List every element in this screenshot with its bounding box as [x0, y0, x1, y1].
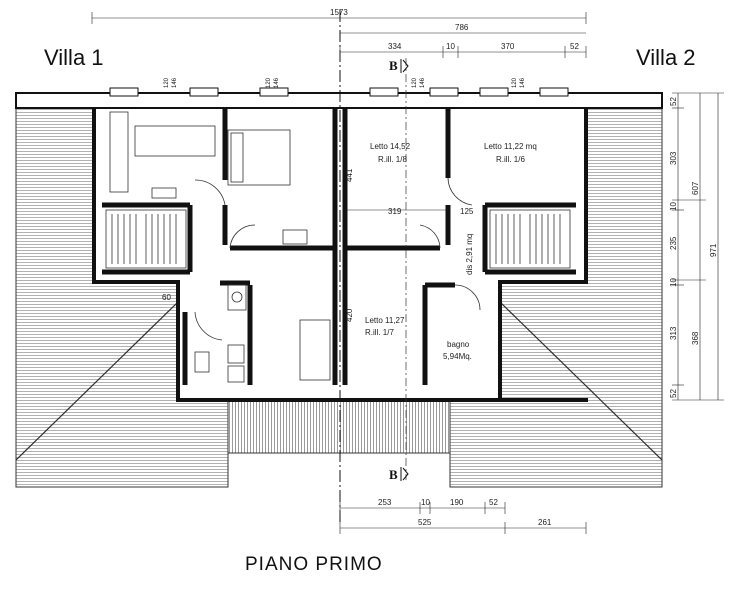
dim-right-235: 235	[669, 236, 678, 250]
dimension-lines-right	[672, 92, 724, 401]
dim-right-10b: 10	[669, 278, 678, 287]
dim-right-303: 303	[669, 151, 678, 165]
staircase-left	[105, 209, 187, 269]
dim-inner-60: 60	[162, 293, 171, 302]
dim-top-370: 370	[501, 42, 515, 51]
staircase-right	[489, 209, 571, 269]
svg-text:146: 146	[172, 77, 178, 88]
dim-bot-52: 52	[489, 498, 498, 507]
villa-2-label: Villa 2	[636, 45, 696, 70]
dim-inner-319: 319	[388, 207, 402, 216]
dim-top-334: 334	[388, 42, 402, 51]
dim-bot-261: 261	[538, 518, 552, 527]
villa-1-label: Villa 1	[44, 45, 104, 70]
door-swings	[194, 177, 481, 341]
dim-top-total: 1573	[330, 8, 348, 17]
dim-right-52a: 52	[669, 97, 678, 106]
interior-walls	[102, 108, 576, 385]
dimension-lines-bottom	[339, 502, 587, 534]
dim-inner-125: 125	[460, 207, 474, 216]
dim-inner-420: 420	[345, 308, 354, 322]
dimension-lines-top	[91, 12, 587, 58]
section-marker-top: B	[389, 58, 398, 73]
balcony	[227, 399, 451, 454]
svg-text:120: 120	[266, 77, 272, 88]
dim-right-10a: 10	[669, 202, 678, 211]
section-marker-bottom: B	[389, 467, 398, 482]
room-letto-2-name: Letto 11,22 mq	[484, 142, 537, 151]
svg-text:120: 120	[164, 77, 170, 88]
svg-text:120: 120	[412, 77, 418, 88]
room-letto-2-ratio: R.ill. 1/6	[496, 155, 525, 164]
dim-top-right: 786	[455, 23, 469, 32]
room-letto-1-ratio: R.ill. 1/8	[378, 155, 407, 164]
furniture	[109, 111, 331, 383]
dim-right-607: 607	[691, 181, 700, 195]
dim-bot-253: 253	[378, 498, 392, 507]
dim-right-971: 971	[709, 243, 718, 257]
section-arrow-top-icon	[400, 59, 409, 73]
room-bagno-area: 5,94Mq.	[443, 352, 472, 361]
plan-title: PIANO PRIMO	[245, 554, 383, 575]
window-marks: 120 146 120 146 120 146 120 146	[164, 77, 526, 88]
dim-top-10: 10	[446, 42, 455, 51]
dim-inner-441: 441	[345, 168, 354, 182]
svg-text:120: 120	[512, 77, 518, 88]
room-letto-1-name: Letto 14,52	[370, 142, 411, 151]
dim-right-313: 313	[669, 326, 678, 340]
eaves	[15, 87, 663, 109]
svg-text:146: 146	[520, 77, 526, 88]
exterior-walls	[92, 108, 588, 402]
dimension-text-right: 52 303 607 10 235 971 10 313 368 52	[669, 97, 718, 398]
dim-top-52: 52	[570, 42, 579, 51]
svg-text:146: 146	[274, 77, 280, 88]
dim-bot-10: 10	[421, 498, 430, 507]
section-arrow-bottom-icon	[400, 467, 409, 481]
room-dis-name: dis 2,91 mq	[465, 234, 474, 275]
dim-right-368: 368	[691, 331, 700, 345]
room-letto-3-name: Letto 11,27	[365, 316, 405, 325]
room-bagno-name: bagno	[447, 340, 470, 349]
dim-bot-190: 190	[450, 498, 464, 507]
dim-bot-525: 525	[418, 518, 432, 527]
svg-text:146: 146	[420, 77, 426, 88]
dim-right-52b: 52	[669, 389, 678, 398]
room-letto-3-ratio: R.ill. 1/7	[365, 328, 394, 337]
